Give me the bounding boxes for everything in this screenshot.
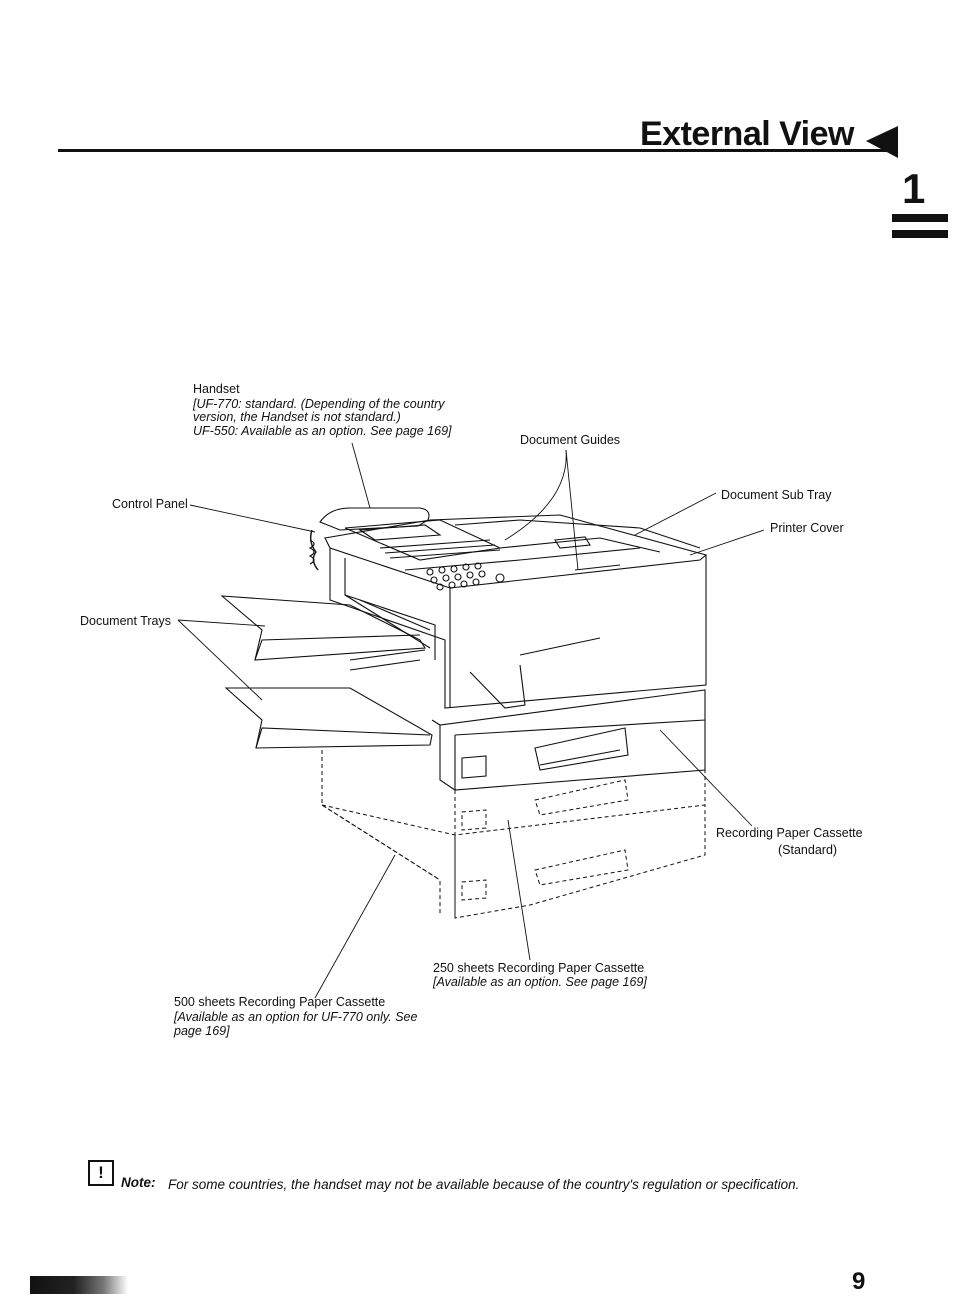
- handset-note-line2: version, the Handset is not standard.): [193, 410, 401, 424]
- printer-cover-label: Printer Cover: [770, 521, 844, 535]
- handset-note-line3: UF-550: Available as an option. See page…: [193, 424, 452, 438]
- note-label: Note:: [121, 1175, 156, 1190]
- note-text: For some countries, the handset may not …: [168, 1177, 800, 1192]
- recording-cassette-label: Recording Paper Cassette: [716, 826, 863, 840]
- document-sub-tray-label: Document Sub Tray: [721, 488, 832, 502]
- footer-bar: [30, 1276, 128, 1294]
- title-rule: [58, 149, 898, 152]
- cassette-500-note-line2: page 169]: [174, 1024, 230, 1038]
- document-guides-label: Document Guides: [520, 433, 621, 447]
- cassette-250-note: [Available as an option. See page 169]: [433, 975, 647, 989]
- chapter-number: 1: [902, 165, 926, 212]
- cassette-500-note-line1: [Available as an option for UF-770 only.…: [174, 1010, 418, 1024]
- panel-buttons: [427, 563, 504, 590]
- handset-label: Handset: [193, 382, 240, 396]
- document-trays-label: Document Trays: [80, 614, 172, 628]
- control-panel-label: Control Panel: [112, 497, 188, 511]
- recording-cassette-standard: (Standard): [778, 843, 838, 857]
- cassette-250-label: 250 sheets Recording Paper Cassette: [433, 961, 645, 975]
- exclamation-box-icon: !: [88, 1160, 114, 1186]
- chapter-bar-top: [892, 214, 948, 222]
- chapter-bar-bottom: [892, 230, 948, 238]
- cassette-500-label: 500 sheets Recording Paper Cassette: [174, 995, 386, 1009]
- page-number: 9: [852, 1268, 866, 1295]
- page-title: External View: [640, 115, 855, 153]
- handset-note-line1: [UF-770: standard. (Depending of the cou…: [193, 397, 445, 411]
